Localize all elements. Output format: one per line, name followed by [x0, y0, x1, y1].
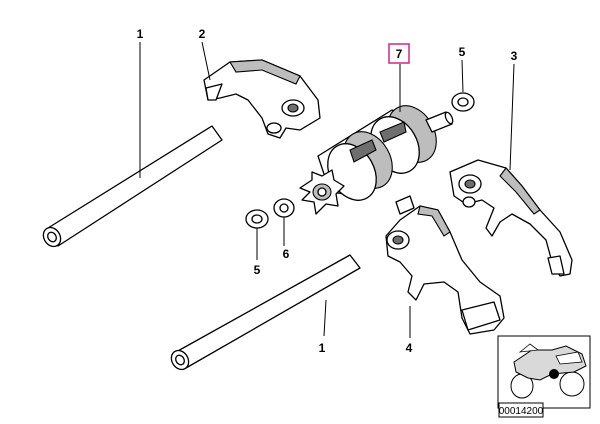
leader-2 — [201, 41, 211, 81]
shift-fork-3 — [449, 159, 573, 277]
callout-5-upper: 5 — [459, 45, 466, 59]
leader-5a — [461, 59, 464, 93]
callout-7-highlight-box — [388, 43, 410, 64]
leader-3 — [509, 63, 515, 171]
location-dot-icon — [549, 369, 559, 379]
callout-4: 4 — [406, 341, 413, 355]
washer-6 — [273, 198, 295, 218]
motorcycle-icon — [510, 343, 587, 399]
callout-5-lower: 5 — [254, 263, 261, 277]
washer-5-upper — [451, 92, 475, 112]
leader-1b — [323, 299, 327, 337]
shift-rod-upper — [42, 125, 223, 248]
shift-fork-4 — [385, 195, 505, 335]
washer-5-lower — [245, 209, 269, 229]
callout-1-upper: 1 — [137, 27, 144, 41]
callout-7: 7 — [396, 47, 403, 61]
vehicle-thumbnail: 00014200 — [497, 335, 591, 418]
shift-rod-lower — [170, 254, 361, 371]
callout-6: 6 — [283, 247, 290, 261]
shift-fork-2 — [203, 59, 321, 139]
shift-drum-7 — [299, 105, 454, 215]
callout-3: 3 — [511, 49, 518, 63]
thumbnail-id: 00014200 — [499, 406, 544, 417]
callout-2: 2 — [199, 27, 206, 41]
callout-1-lower: 1 — [319, 341, 326, 355]
